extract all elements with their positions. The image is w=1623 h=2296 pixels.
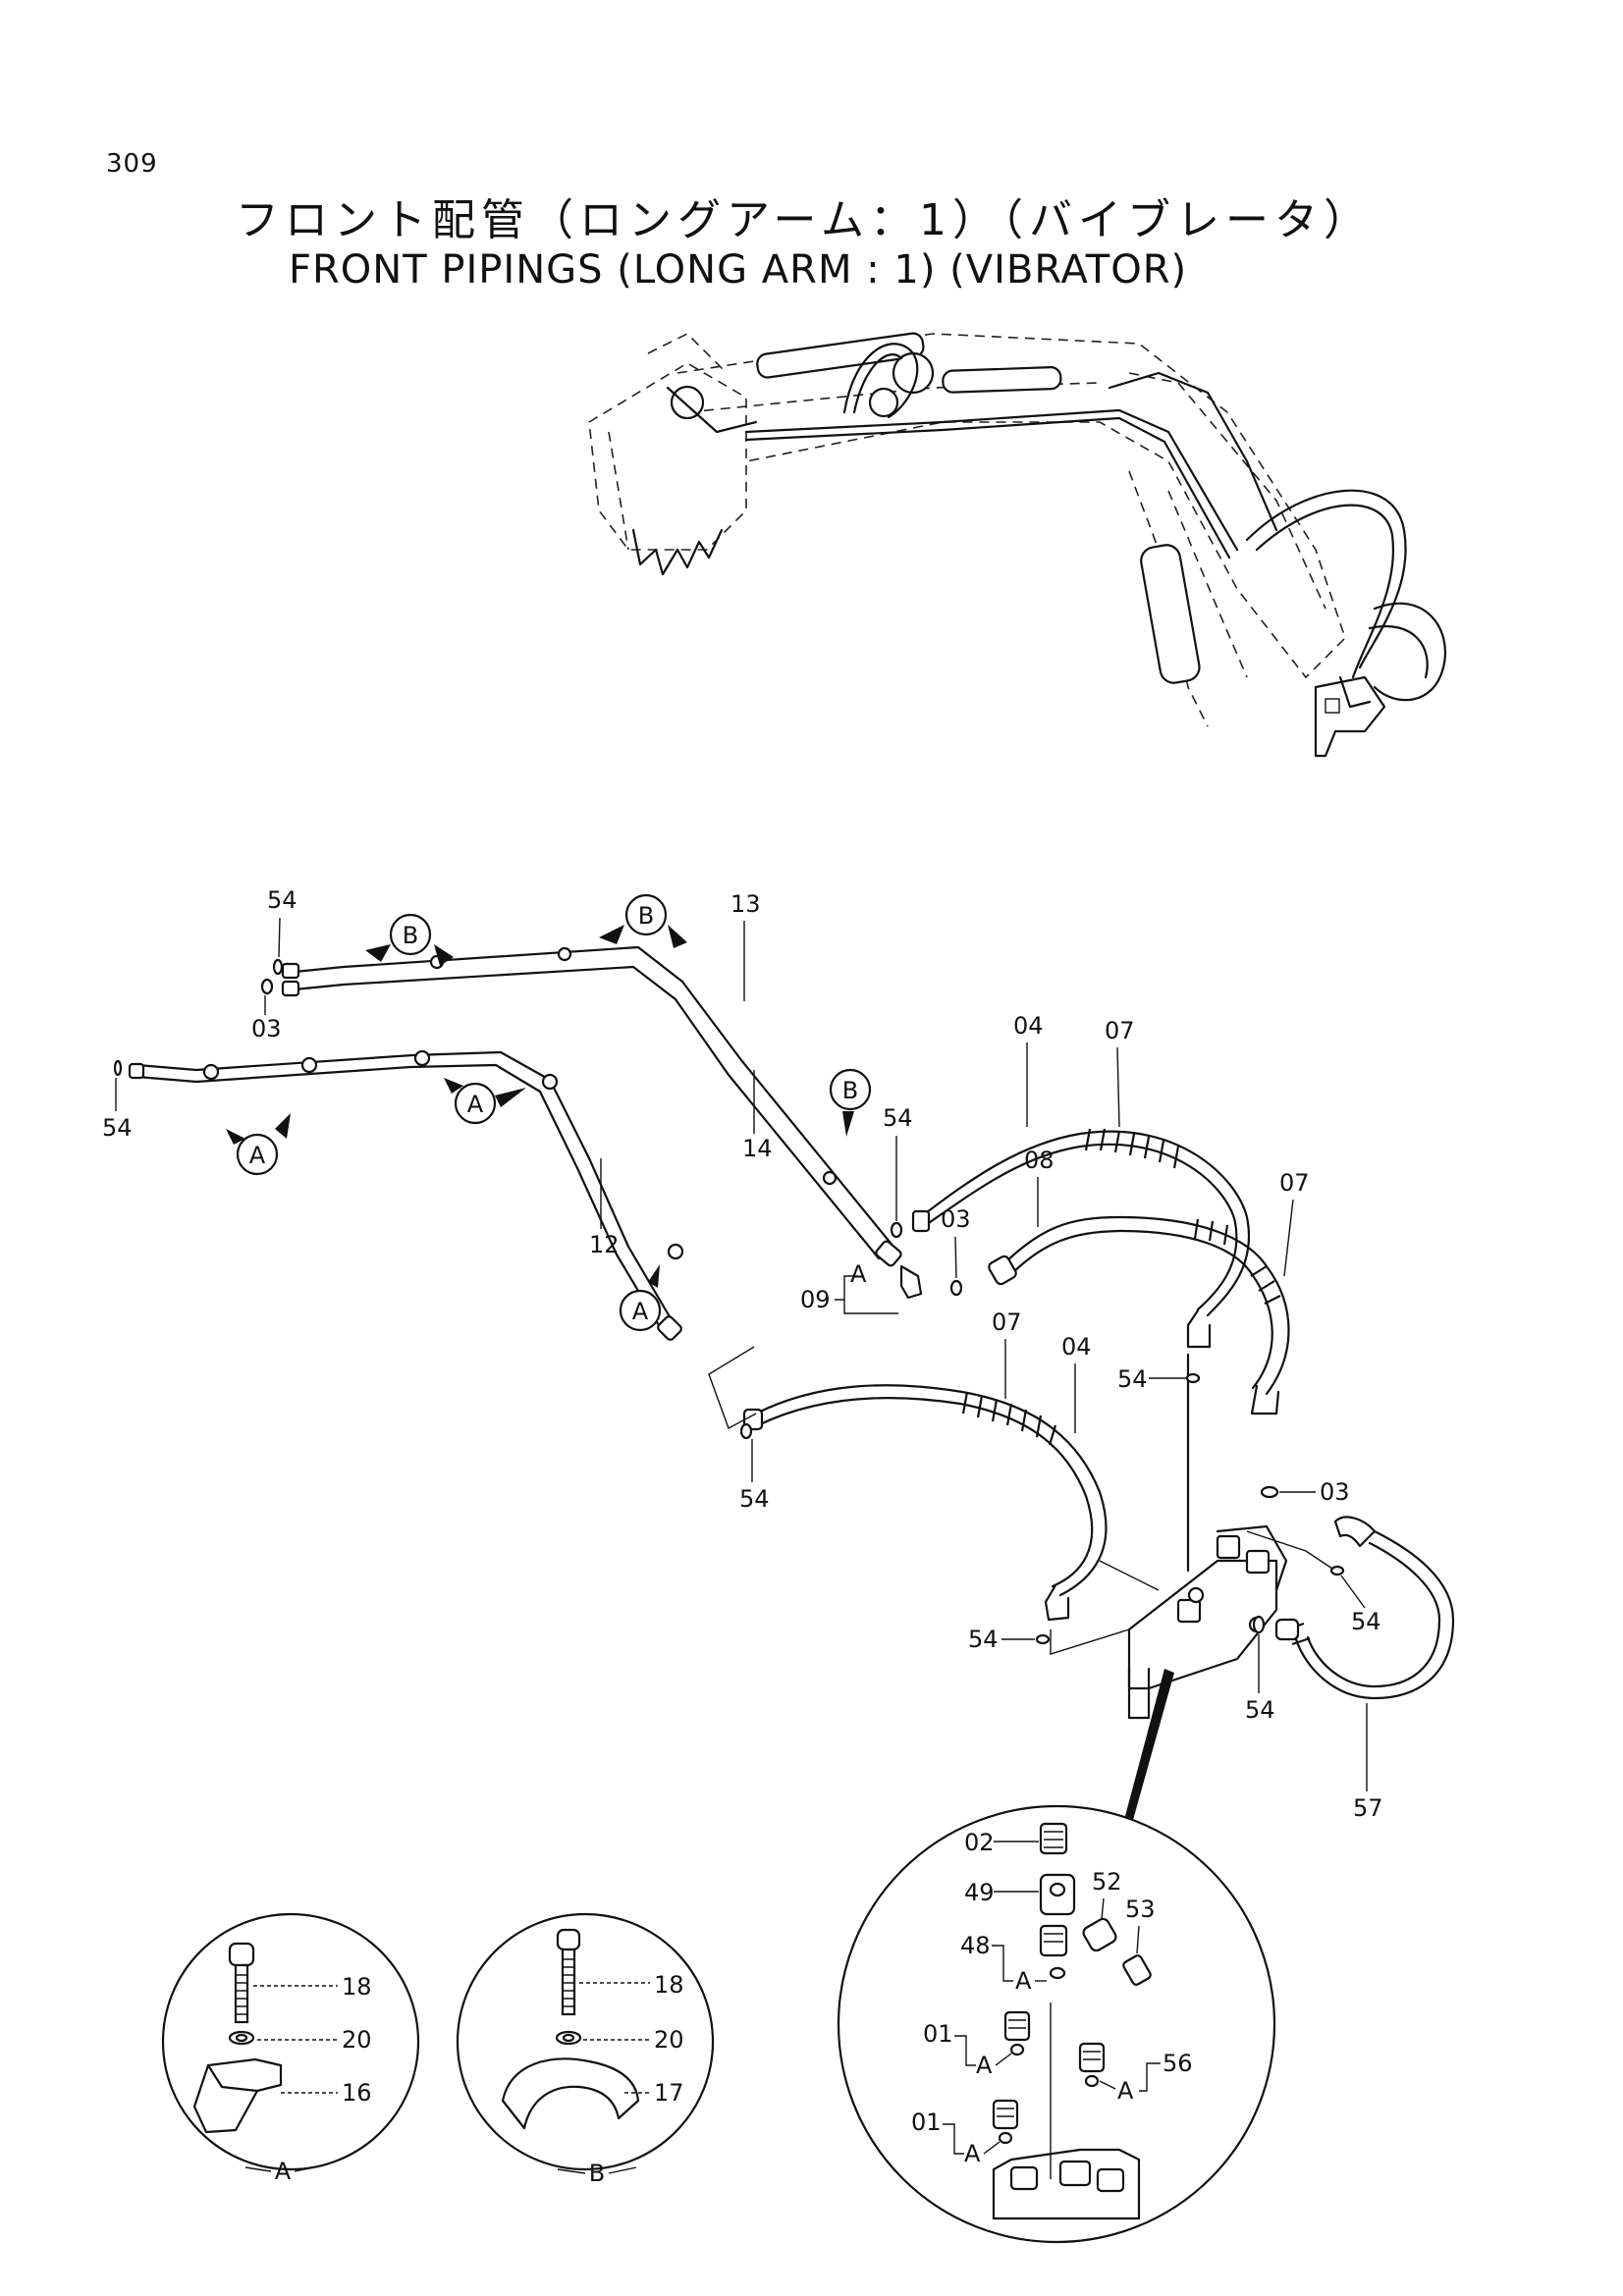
part-callout-20: 20	[654, 2026, 684, 2054]
part-callout-01: 01	[911, 2109, 942, 2136]
sub-callout-a: A	[1117, 2077, 1134, 2105]
excavator-overview-illustration	[588, 332, 1446, 758]
part-callout-07: 07	[1279, 1169, 1310, 1197]
part-callout-13: 13	[730, 890, 761, 918]
part-callout-54: 54	[968, 1626, 999, 1653]
detail-circle-b	[456, 1912, 715, 2171]
sub-callout-a: A	[1015, 1967, 1032, 1995]
part-callout-56: 56	[1163, 2050, 1193, 2077]
detail-view-b: 18 20 17 B	[456, 1912, 715, 2187]
part-callout-04: 04	[1061, 1333, 1092, 1361]
view-arrow-markers: B B B A A A	[226, 893, 872, 1332]
page-title-english: FRONT PIPINGS (LONG ARM : 1) (VIBRATOR)	[289, 247, 1188, 293]
part-callout-03: 03	[1320, 1478, 1350, 1506]
part-callout-54: 54	[1245, 1696, 1275, 1724]
detail-valve-fittings: 02 49 52 53 48 A 01 A 01	[837, 1804, 1276, 2244]
o-rings	[113, 958, 1345, 1645]
page-title-japanese: フロント配管（ロングアーム：1）（バイブレータ）	[236, 195, 1374, 245]
view-letter-b: B	[403, 922, 418, 949]
part-callout-52: 52	[1092, 1868, 1122, 1896]
detail-view-a: 18 20 16 A	[161, 1912, 420, 2185]
hoses	[742, 1128, 1455, 1700]
detail-circle-a	[161, 1912, 420, 2171]
leader-bracket	[708, 1346, 757, 1429]
detail-caption-a: A	[275, 2158, 292, 2185]
sub-callout-a: A	[850, 1260, 867, 1288]
page-number: 309	[106, 149, 158, 179]
part-callout-09: 09	[800, 1286, 831, 1313]
part-callout-54: 54	[1117, 1365, 1148, 1393]
view-letter-b: B	[842, 1077, 858, 1104]
valve-assembly	[1050, 1353, 1336, 1720]
part-callout-18: 18	[342, 1973, 372, 2001]
part-callout-12: 12	[589, 1231, 620, 1258]
part-callout-54: 54	[739, 1485, 770, 1513]
part-callout-17: 17	[654, 2079, 684, 2107]
view-letter-a: A	[467, 1091, 484, 1118]
sub-callout-a: A	[976, 2052, 993, 2079]
part-callout-18: 18	[654, 1971, 684, 1999]
part-callout-49: 49	[964, 1879, 995, 1906]
part-callout-48: 48	[960, 1932, 991, 1959]
part-callout-20: 20	[342, 2026, 372, 2054]
part-callout-03: 03	[941, 1205, 971, 1233]
part-callout-53: 53	[1125, 1896, 1156, 1923]
part-callout-14: 14	[742, 1135, 773, 1162]
sub-callout-a: A	[964, 2140, 981, 2167]
part-callout-07: 07	[1105, 1017, 1135, 1044]
part-callout-54: 54	[883, 1104, 913, 1132]
view-letter-a: A	[632, 1298, 649, 1325]
part-callout-07: 07	[992, 1308, 1022, 1336]
callout-labels: 54 03 54 13 14 12 54 03 09 A 04 07 08 07…	[102, 886, 1383, 1822]
view-letter-a: A	[249, 1142, 266, 1169]
part-callout-02: 02	[964, 1829, 995, 1856]
part-callout-54: 54	[102, 1114, 133, 1142]
detail-circle-valve	[837, 1804, 1276, 2244]
detail-pointer-arrow	[1125, 1669, 1174, 1820]
view-letter-b: B	[638, 902, 654, 930]
part-callout-03: 03	[251, 1015, 282, 1042]
part-callout-16: 16	[342, 2079, 372, 2107]
part-callout-04: 04	[1013, 1012, 1044, 1040]
part-callout-01: 01	[923, 2020, 953, 2048]
part-callout-54: 54	[267, 886, 298, 914]
part-callout-08: 08	[1024, 1147, 1055, 1174]
part-callout-54: 54	[1351, 1608, 1381, 1635]
detail-caption-b: B	[589, 2160, 605, 2187]
part-callout-57: 57	[1353, 1794, 1383, 1822]
